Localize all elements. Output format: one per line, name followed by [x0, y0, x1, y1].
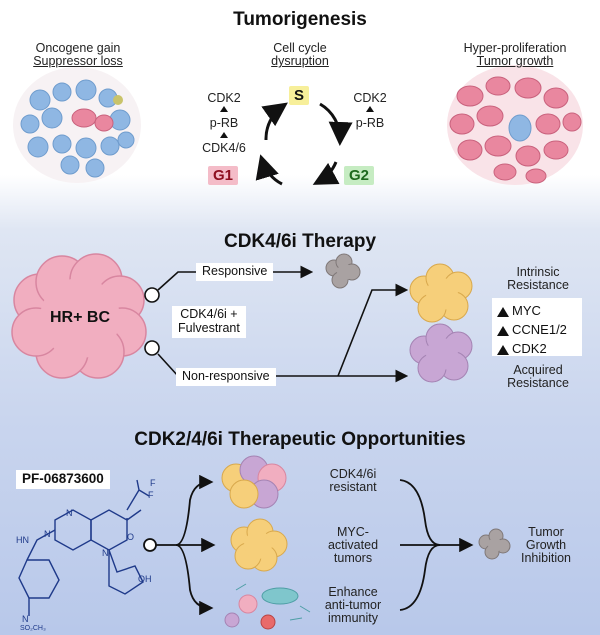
sulfonyl-label: SO₂CH₃	[20, 625, 46, 632]
cell-cycle-label: Cell cycle dysruption	[271, 41, 329, 69]
marker-myc: MYC	[512, 303, 541, 318]
item-cdk46-resistant: CDK4/6i resistant	[329, 467, 377, 495]
svg-text:N: N	[22, 614, 29, 624]
drug-label: CDK4/6i + Fulvestrant	[172, 306, 246, 338]
svg-text:F: F	[150, 478, 156, 488]
phase-g2: G2	[344, 166, 375, 185]
chemical-atom-labels: N N N O FF OH HN N	[16, 478, 156, 624]
proliferating-cell-cluster	[447, 65, 583, 185]
chemical-structure	[18, 479, 150, 616]
responsive-tumor-icon	[325, 253, 361, 289]
svg-text:N: N	[66, 508, 73, 518]
item-myc-activated: MYC- activated tumors	[327, 525, 379, 566]
opportunity-bracket	[143, 474, 474, 616]
hr-bc-tumor-shape	[11, 253, 147, 379]
therapy-title: CDK4/6i Therapy	[223, 231, 377, 252]
cdk2-right: CDK2	[353, 91, 387, 105]
cdk46-left: CDK4/6	[202, 141, 246, 155]
resistant-tumor-icon	[221, 455, 287, 509]
normal-cell-cluster	[13, 67, 141, 183]
outcome-label: Tumor Growth Inhibition	[520, 525, 572, 566]
svg-text:N: N	[44, 529, 51, 539]
svg-text:F: F	[148, 490, 154, 500]
svg-text:HN: HN	[16, 535, 29, 545]
cdk2-left: CDK2	[207, 91, 241, 105]
phase-g1: G1	[208, 166, 239, 185]
acquired-resistance-tumor	[409, 323, 473, 383]
inhibited-tumor-icon	[478, 528, 511, 560]
opportunities-title: CDK2/4/6i Therapeutic Opportunities	[134, 429, 466, 450]
proliferation-label: Hyper-proliferation Tumor growth	[463, 41, 567, 69]
immune-cells-icon	[224, 583, 311, 630]
marker-triangles	[497, 307, 509, 355]
intrinsic-resistance-label: Intrinsic Resistance	[507, 265, 569, 293]
intrinsic-resistance-tumor	[409, 263, 473, 323]
svg-text:N: N	[102, 548, 109, 558]
non-responsive-label: Non-responsive	[176, 368, 276, 386]
prb-left: p-RB	[209, 116, 239, 130]
resistance-markers-box	[492, 298, 582, 356]
prb-right: p-RB	[355, 116, 385, 130]
cell-cycle-circle	[255, 102, 353, 186]
compound-label: PF-06873600	[16, 470, 110, 489]
marker-cdk2: CDK2	[512, 341, 547, 356]
oncogene-label: Oncogene gain Suppressor loss	[33, 41, 123, 69]
hr-bc-label: HR+ BC	[49, 309, 110, 326]
marker-ccne: CCNE1/2	[512, 322, 567, 337]
responsive-label: Responsive	[196, 263, 274, 281]
stack-arrows	[220, 106, 374, 138]
item-enhance-immunity: Enhance anti-tumor immunity	[324, 585, 382, 626]
myc-tumor-icon	[230, 518, 288, 572]
svg-text:OH: OH	[138, 574, 152, 584]
svg-text:O: O	[127, 532, 134, 542]
tumorigenesis-title: Tumorigenesis	[233, 9, 367, 30]
phase-s: S	[289, 86, 310, 105]
acquired-resistance-label: Acquired Resistance	[507, 363, 569, 391]
